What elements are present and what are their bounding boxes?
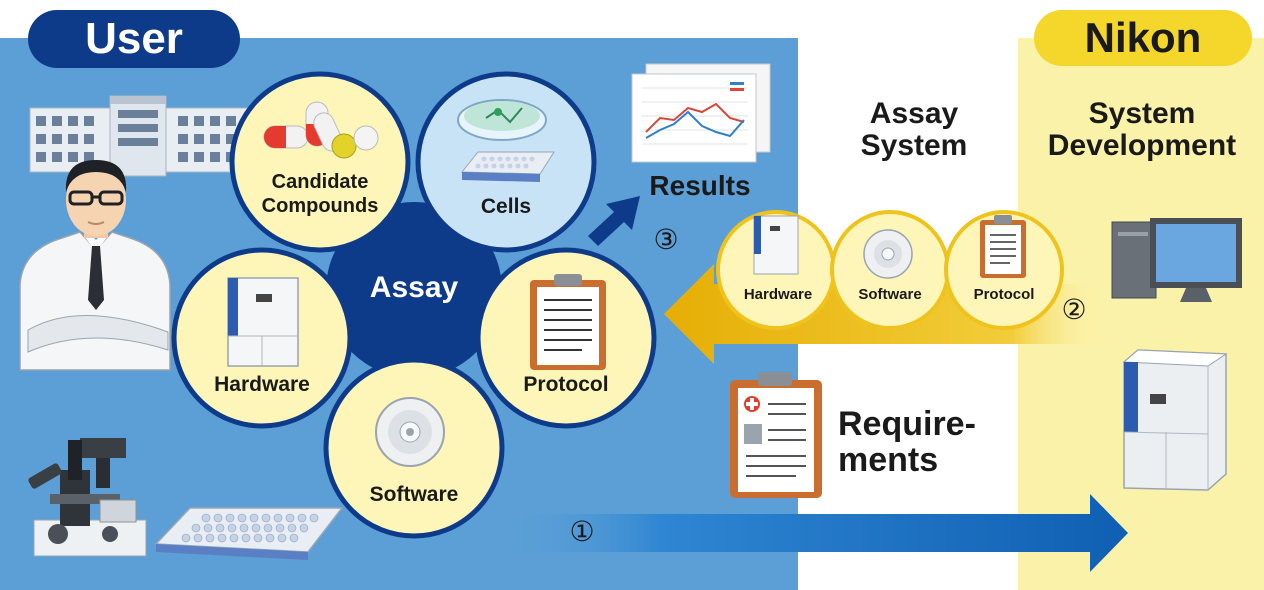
- requirements-label: Require- ments: [838, 405, 976, 479]
- protocol-clipboard-icon: [530, 274, 606, 370]
- pill-capsules-icon: [263, 101, 379, 159]
- user-badge: [28, 10, 240, 68]
- bundle-software-disc-icon: [863, 229, 913, 279]
- candidate-compounds-label: Candidate Compounds: [261, 171, 379, 217]
- results-arrow: [588, 196, 640, 246]
- step-1-marker: ①: [569, 516, 595, 547]
- computer-icon: [1111, 218, 1242, 302]
- bundle-hardware-icon: [753, 215, 799, 275]
- assay-label: Assay: [369, 271, 459, 304]
- cell-well-plate-icon: [460, 151, 555, 182]
- user-label: User: [85, 14, 183, 63]
- bundle-hardware-label: Hardware: [743, 286, 813, 303]
- nikon-label: Nikon: [1084, 14, 1202, 61]
- results-chart-icon: [631, 63, 771, 163]
- requirements-clipboard-icon: [730, 372, 822, 498]
- system-development-label: System Development: [1047, 97, 1237, 162]
- flow-arrow-requirements: [505, 494, 1128, 572]
- hospital-building-icon: [29, 95, 249, 177]
- bundle-protocol-clipboard-icon: [980, 215, 1026, 278]
- cells-label: Cells: [480, 195, 532, 218]
- assay-system-label: Assay System: [860, 97, 968, 162]
- scientist-icon: [19, 160, 171, 371]
- petri-dish-icon: [457, 99, 547, 141]
- nikon-hardware-machine-icon: [1122, 349, 1228, 491]
- protocol-label: Protocol: [523, 373, 609, 396]
- nikon-badge: [1034, 10, 1252, 66]
- hardware-label: Hardware: [214, 373, 310, 396]
- well-plate-icon: [154, 507, 344, 560]
- microscope-icon: [28, 438, 147, 557]
- bundle-protocol-label: Protocol: [973, 286, 1035, 303]
- assay-hub: [326, 202, 502, 378]
- step-2-marker: ②: [1061, 294, 1087, 325]
- software-disc-icon: [375, 397, 445, 467]
- step-3-marker: ③: [653, 224, 679, 255]
- bubble-candidate-compounds: [229, 71, 411, 253]
- software-label: Software: [369, 483, 459, 506]
- results-label: Results: [649, 170, 751, 201]
- bundle-software-label: Software: [858, 286, 922, 303]
- hardware-machine-icon: [227, 277, 299, 367]
